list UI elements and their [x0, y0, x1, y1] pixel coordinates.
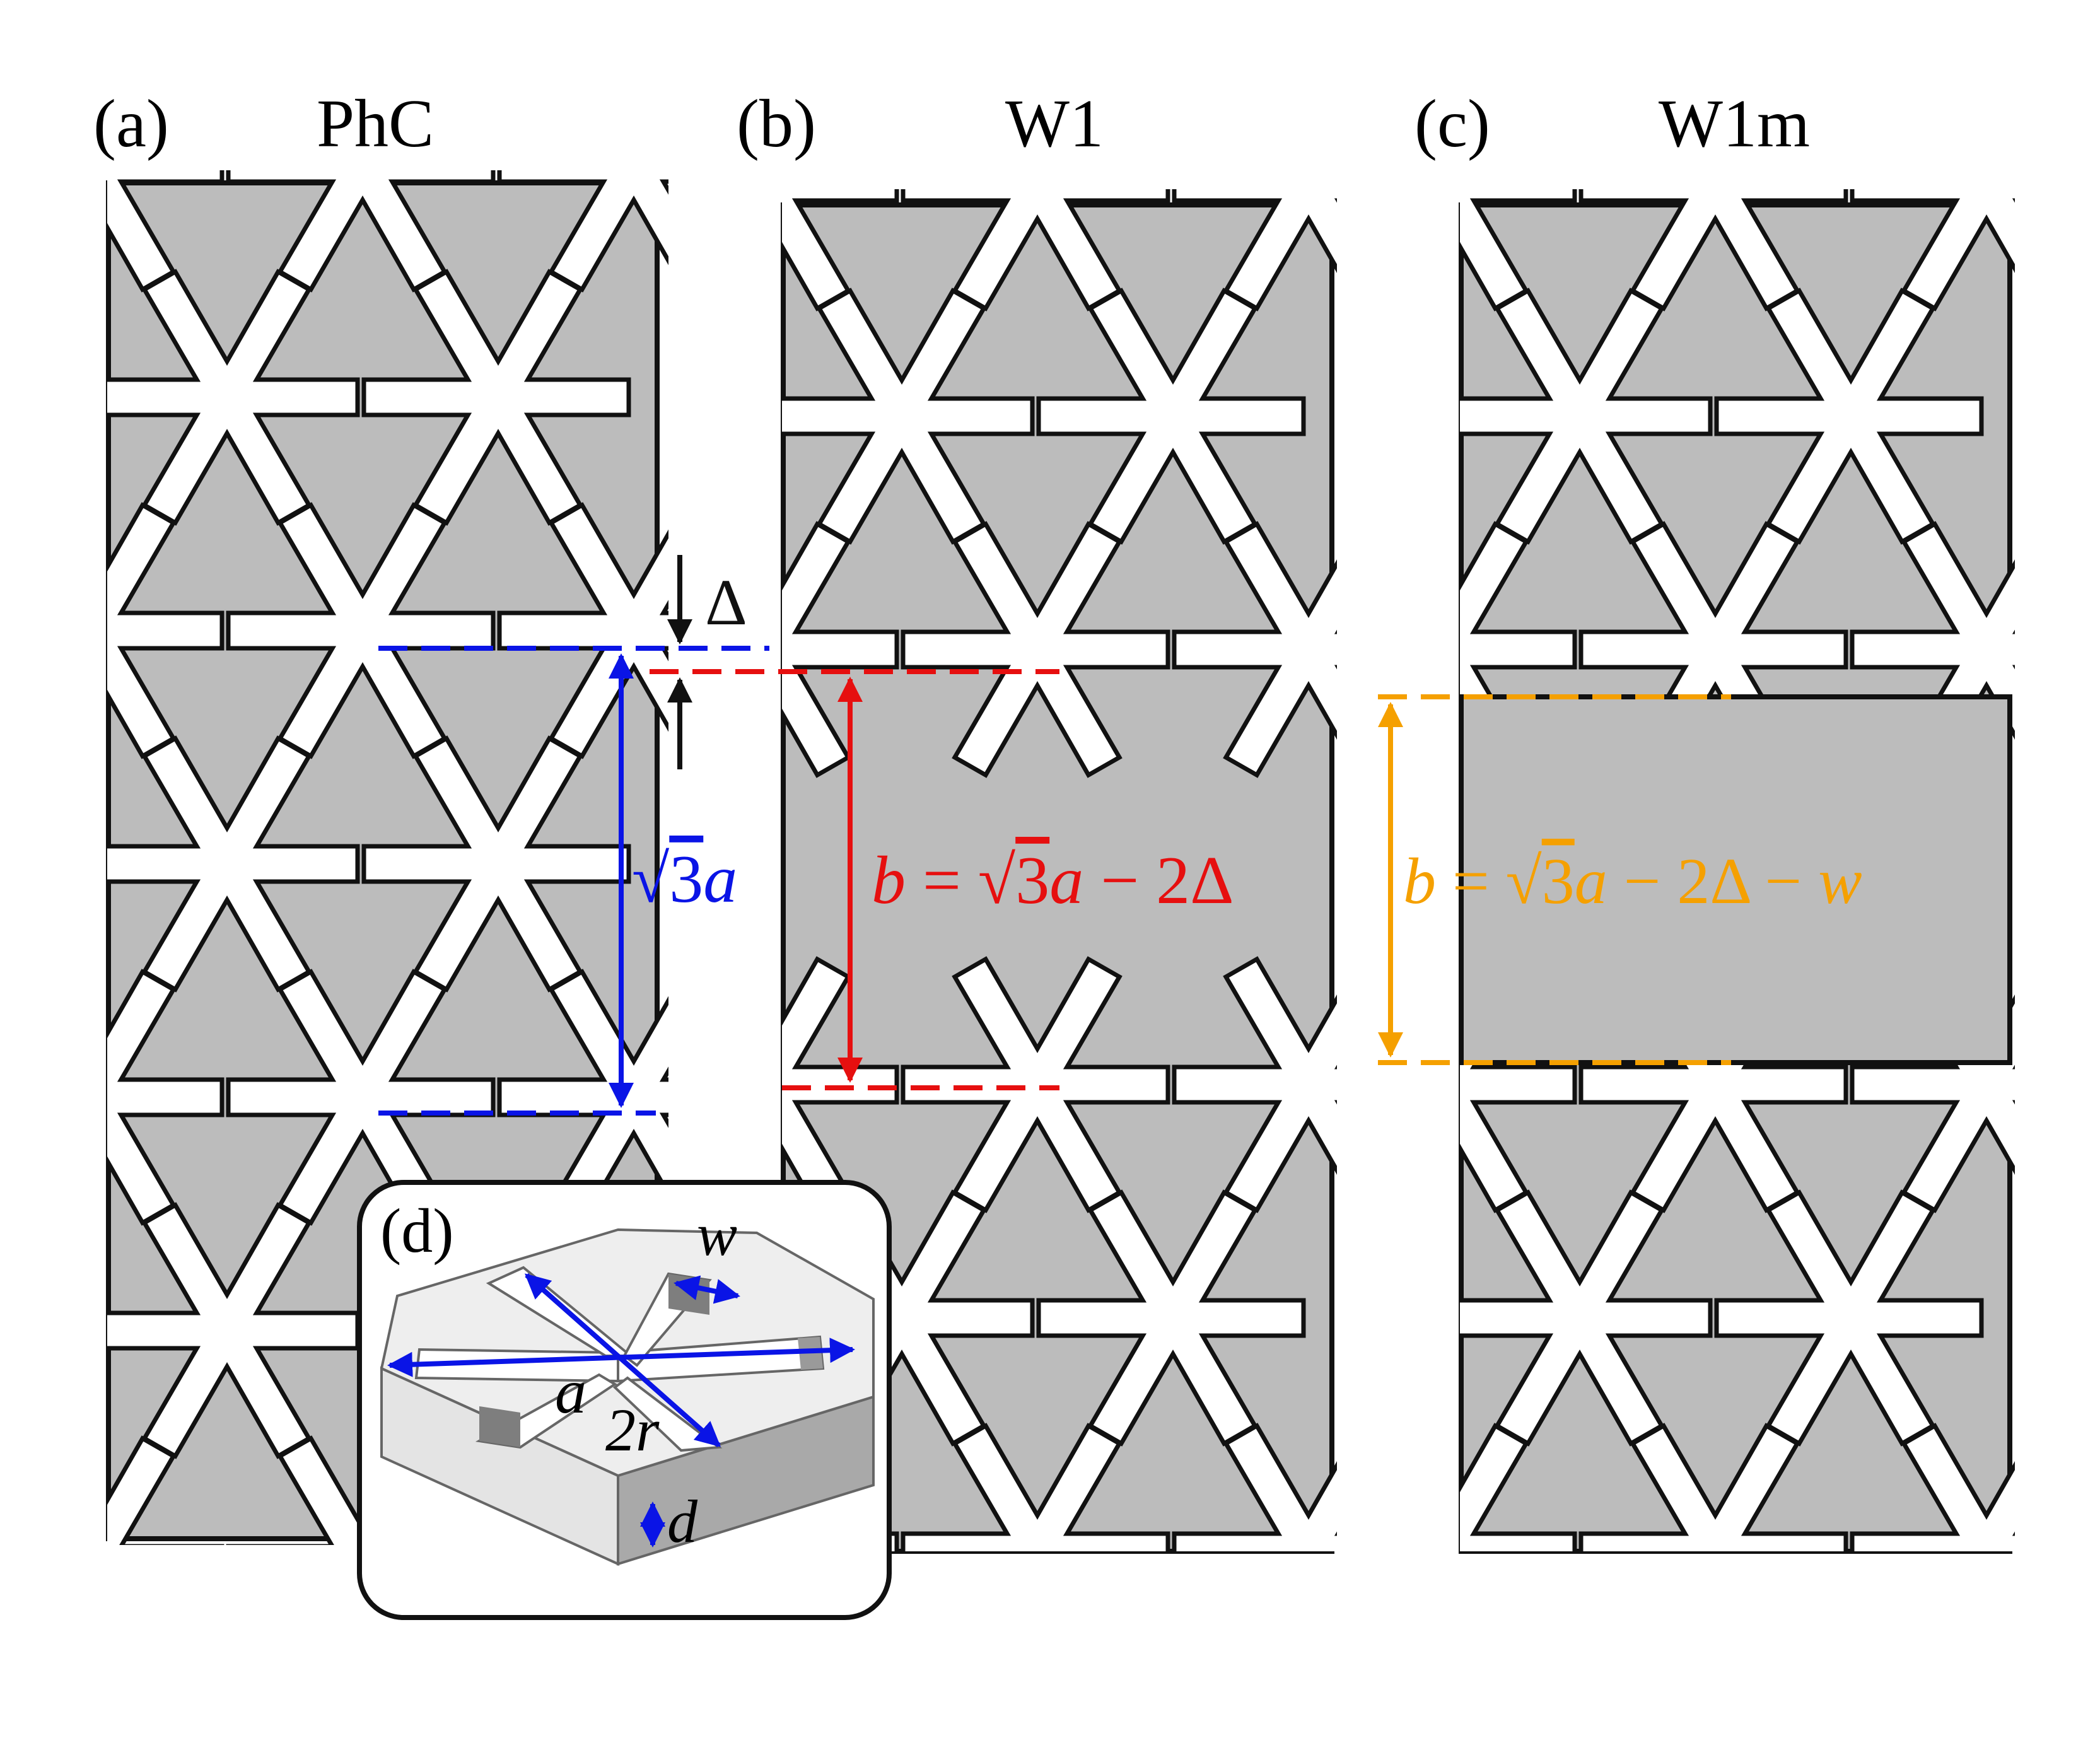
panel-c-w1m: (c) W1m	[1415, 86, 2100, 1554]
delta-label: Δ	[705, 566, 747, 639]
unit-cell-wall-a	[668, 1274, 709, 1315]
w1-width-annotation	[650, 669, 1059, 1090]
panel-a-tag: (a)	[93, 86, 169, 161]
inset-label-w: w	[697, 1201, 737, 1268]
panel-c-tag: (c)	[1415, 86, 1490, 161]
panel-b-tag: (b)	[737, 86, 816, 161]
inset-label-d: d	[667, 1488, 698, 1555]
inset-label-a: a	[555, 1356, 586, 1426]
panel-d-tag: (d)	[380, 1196, 454, 1266]
inset-d-unit-cell: (d) w a 2r d	[357, 1180, 892, 1620]
panel-b-title: W1	[1005, 86, 1104, 161]
w1m-core-block	[1459, 694, 2012, 1065]
w1m-width-annotation	[1378, 694, 1731, 1065]
inset-dimension-arrows	[387, 1273, 855, 1548]
inset-label-2r: 2r	[605, 1396, 660, 1464]
unit-cell-wall-b	[479, 1406, 520, 1447]
period-annotation	[378, 646, 769, 1116]
period-label: √3a	[632, 842, 737, 917]
w1m-width-label: b = √3a − 2Δ − w	[1403, 845, 1862, 918]
panel-c-title: W1m	[1659, 86, 1810, 161]
panel-a-title: PhC	[317, 86, 434, 161]
w1-width-label: b = √3a − 2Δ	[872, 843, 1234, 918]
